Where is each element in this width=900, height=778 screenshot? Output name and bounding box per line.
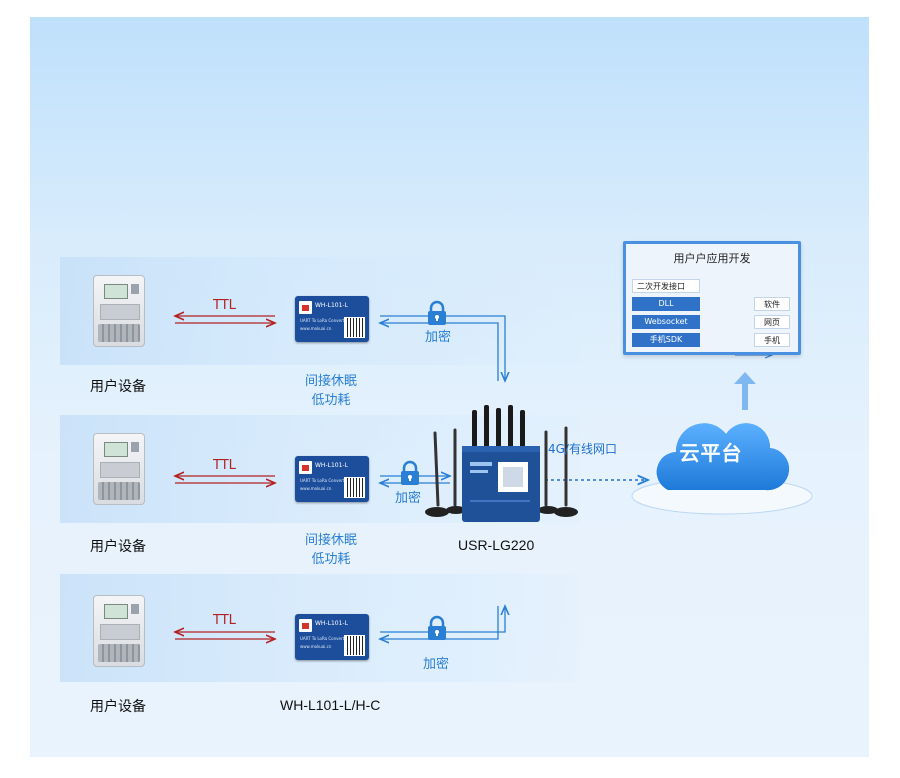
ttl-label: TTL — [213, 298, 236, 313]
link-to-gateway — [380, 315, 505, 381]
module-subtext: UART To LoRa Converter — [300, 636, 349, 641]
module-name: WH-L101-L — [315, 620, 348, 627]
encrypt-label: 加密 — [423, 657, 450, 672]
user-app-dev-box: 用户户应用开发 二次开发接口 DLL Websocket 手机SDK 软件 网页… — [623, 241, 801, 355]
sleep-mode-text: 间接休眠 — [304, 374, 357, 389]
module-subtext: UART To LoRa Converter — [300, 478, 349, 483]
usr-logo-icon — [299, 619, 312, 632]
ttl-label: TTL — [213, 613, 236, 628]
lora-module: WH-L101-L UART To LoRa Converter www.mok… — [295, 296, 369, 342]
gateway-label: USR-LG220 — [458, 537, 535, 553]
module-name: WH-L101-L — [315, 302, 348, 309]
encrypt-label: 加密 — [425, 330, 452, 345]
mobile-cell: 手机 — [754, 333, 790, 347]
gateway-router-icon — [425, 405, 578, 522]
dev-interface-cell: 二次开发接口 — [632, 279, 700, 293]
device-label: 用户设备 — [90, 699, 146, 715]
usr-logo-icon — [299, 301, 312, 314]
encrypt-label: 加密 — [395, 491, 422, 506]
low-power-text: 低功耗 — [311, 393, 351, 408]
lora-module: WH-L101-L UART To LoRa Converter www.mok… — [295, 614, 369, 660]
device-label: 用户设备 — [90, 379, 146, 395]
low-power-label: 间接休眠 低功耗 — [296, 372, 366, 410]
meter-icon — [93, 275, 145, 347]
meter-icon — [93, 595, 145, 667]
cloud-platform-label: 云平台 — [679, 441, 743, 465]
websocket-cell: Websocket — [632, 315, 700, 329]
lora-module: WH-L101-L UART To LoRa Converter www.mok… — [295, 456, 369, 502]
dll-cell: DLL — [632, 297, 700, 311]
low-power-text: 低功耗 — [311, 552, 351, 567]
sleep-mode-text: 间接休眠 — [304, 533, 357, 548]
low-power-label: 间接休眠 低功耗 — [296, 531, 366, 569]
meter-icon — [93, 433, 145, 505]
cloud-up-arrowhead — [734, 372, 756, 384]
module-url: www.mokuai.cn — [300, 326, 332, 331]
lock-icon — [401, 460, 419, 485]
webpage-cell: 网页 — [754, 315, 790, 329]
software-cell: 软件 — [754, 297, 790, 311]
device-label: 用户设备 — [90, 539, 146, 555]
ttl-label: TTL — [213, 458, 236, 473]
qr-code-icon — [344, 477, 365, 498]
module-subtext: UART To LoRa Converter — [300, 318, 349, 323]
link-from-gateway — [380, 606, 499, 639]
usr-logo-icon — [299, 461, 312, 474]
lock-icon — [428, 300, 446, 325]
cloud-icon — [631, 423, 813, 515]
link-from-gateway — [380, 323, 499, 381]
module-name: WH-L101-L — [315, 462, 348, 469]
link-to-gateway — [380, 606, 505, 633]
module-url: www.mokuai.cn — [300, 644, 332, 649]
mobile-sdk-cell: 手机SDK — [632, 333, 700, 347]
app-box-title: 用户户应用开发 — [673, 252, 751, 265]
module-model-label: WH-L101-L/H-C — [280, 697, 381, 713]
network-label: 4G/有线网口 — [548, 442, 617, 456]
qr-code-icon — [344, 635, 365, 656]
qr-code-icon — [344, 317, 365, 338]
lock-icon — [428, 615, 446, 640]
module-url: www.mokuai.cn — [300, 486, 332, 491]
